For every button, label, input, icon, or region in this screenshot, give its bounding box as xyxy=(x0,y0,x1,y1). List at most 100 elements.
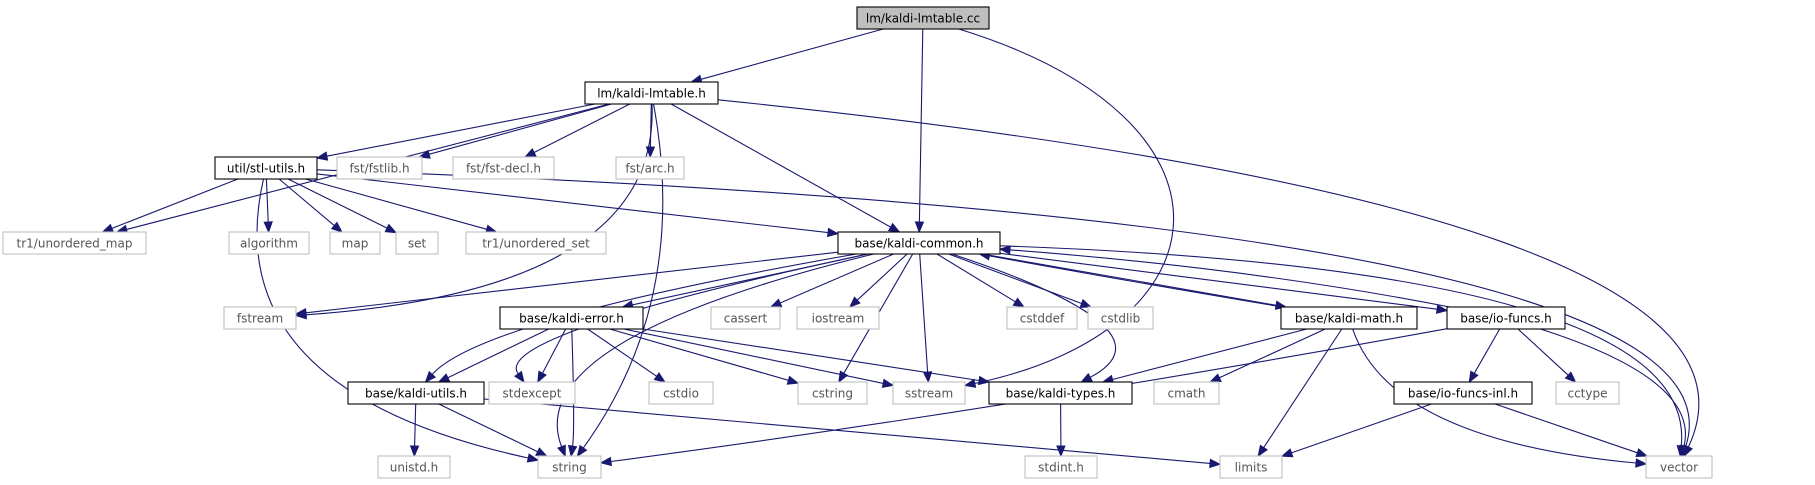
edge-line xyxy=(316,173,829,234)
edge-line xyxy=(287,178,388,229)
edge-kaldi_utils_h-to-string xyxy=(438,403,548,457)
node-fstlib-h: fst/fstlib.h xyxy=(336,156,423,180)
node-kaldi-error-h[interactable]: base/kaldi-error.h xyxy=(499,306,644,330)
arrowhead-icon xyxy=(537,370,547,384)
edge-line xyxy=(649,103,652,148)
node-cstddef: cstddef xyxy=(1006,306,1078,330)
node-stdexcept: stdexcept xyxy=(488,381,576,405)
arrowhead-icon xyxy=(1209,373,1222,383)
node-label: base/io-funcs.h xyxy=(1460,312,1552,326)
arrowhead-icon xyxy=(263,221,273,234)
edge-line xyxy=(982,253,1277,306)
node-label: cassert xyxy=(724,312,768,326)
arrowhead-icon xyxy=(1436,304,1449,314)
node-unistd-h: unistd.h xyxy=(377,455,451,479)
edge-kaldi_types_h-to-stdint_h xyxy=(1056,403,1066,458)
node-label: tr1/unordered_map xyxy=(17,237,133,251)
edge-stl_utils_h-to-string xyxy=(256,178,540,463)
node-label: base/kaldi-utils.h xyxy=(365,387,467,401)
node-label: fst/arc.h xyxy=(625,162,674,176)
node-label: map xyxy=(342,237,369,251)
node-label: fst/fst-decl.h xyxy=(466,162,541,176)
edge-io_funcs_h-to-vector xyxy=(1540,328,1689,458)
edge-kaldi_common_h-to-fstream xyxy=(294,251,839,318)
edge-line xyxy=(483,398,1211,464)
edge-line xyxy=(571,328,575,447)
node-box xyxy=(1219,455,1283,479)
arrowhead-icon xyxy=(418,149,431,159)
node-limits: limits xyxy=(1219,455,1283,479)
arrowhead-icon xyxy=(769,298,783,308)
arrowhead-icon xyxy=(1080,372,1093,383)
node-kaldi-lmtable-h[interactable]: lm/kaldi-lmtable.h xyxy=(584,81,719,105)
node-label: limits xyxy=(1235,461,1268,475)
edge-stl_utils_h-to-kaldi_common_h xyxy=(316,173,840,238)
arrowhead-icon xyxy=(1012,297,1026,308)
edge-line xyxy=(999,252,1438,310)
node-kaldi-utils-h[interactable]: base/kaldi-utils.h xyxy=(347,381,485,405)
node-cmath: cmath xyxy=(1153,381,1220,405)
node-box xyxy=(892,381,966,405)
edge-line xyxy=(1352,328,1637,464)
edge-line xyxy=(623,328,884,384)
edge-line xyxy=(642,328,980,382)
arrowhead-icon xyxy=(1635,448,1649,458)
node-box xyxy=(2,231,147,255)
node-box xyxy=(710,306,781,330)
arrowhead-icon xyxy=(437,373,451,383)
edge-line xyxy=(856,253,908,301)
edge-io_funcs_h-to-cctype xyxy=(1517,328,1577,383)
edge-line xyxy=(936,253,1016,303)
node-box xyxy=(223,306,297,330)
edge-line xyxy=(533,103,631,153)
edge-kaldi_error_h-to-sstream xyxy=(623,328,895,388)
arrowhead-icon xyxy=(887,222,901,233)
arrowhead-icon xyxy=(330,221,343,233)
node-box xyxy=(1153,381,1220,405)
node-tr1-unordered-set: tr1/unordered_set xyxy=(465,231,607,255)
edge-line xyxy=(948,253,1082,305)
node-label: sstream xyxy=(905,387,953,401)
node-set: set xyxy=(395,231,439,255)
node-kaldi-common-h[interactable]: base/kaldi-common.h xyxy=(837,231,1001,255)
node-box xyxy=(452,156,555,180)
arrowhead-icon xyxy=(557,444,566,458)
arrowhead-icon xyxy=(384,223,398,234)
node-box xyxy=(988,381,1133,405)
node-label: util/stl-utils.h xyxy=(227,162,305,176)
edge-kaldi_math_h-to-vector xyxy=(1352,328,1648,468)
edge-kaldi_error_h-to-cstring xyxy=(609,328,800,385)
node-kaldi-math-h[interactable]: base/kaldi-math.h xyxy=(1280,306,1418,330)
node-box xyxy=(537,455,602,479)
edge-kaldi_common_h-to-io_funcs_h xyxy=(999,252,1449,314)
node-label: vector xyxy=(1660,461,1698,475)
edge-kaldi_lmtable_cc-to-sstream xyxy=(958,28,1175,388)
edge-line xyxy=(1517,328,1569,376)
node-box xyxy=(1446,306,1566,330)
node-io-funcs-h[interactable]: base/io-funcs.h xyxy=(1446,306,1566,330)
node-box xyxy=(1024,455,1098,479)
node-kaldi-lmtable-cc: lm/kaldi-lmtable.cc xyxy=(856,6,990,30)
node-kaldi-types-h[interactable]: base/kaldi-types.h xyxy=(988,381,1133,405)
edge-line xyxy=(447,328,549,379)
node-vector: vector xyxy=(1645,455,1713,479)
node-stl-utils-h[interactable]: util/stl-utils.h xyxy=(214,156,318,180)
arrowhead-icon xyxy=(1468,370,1479,384)
node-tr1-unordered-map: tr1/unordered_map xyxy=(2,231,147,255)
arrowhead-icon xyxy=(963,378,977,388)
node-io-funcs-inl-h[interactable]: base/io-funcs-inl.h xyxy=(1393,381,1533,405)
edge-line xyxy=(919,253,929,373)
edge-kaldi_lmtable_h-to-fstream xyxy=(294,103,653,320)
edge-line xyxy=(779,253,894,304)
arrowhead-icon xyxy=(998,245,1011,255)
arrowhead-icon xyxy=(409,445,420,458)
node-label: string xyxy=(552,461,586,475)
arrowhead-icon xyxy=(101,223,115,233)
edge-line xyxy=(1219,328,1326,379)
arrowhead-icon xyxy=(424,370,437,384)
node-box xyxy=(228,231,310,255)
edge-line xyxy=(278,178,335,227)
node-label: set xyxy=(408,237,427,251)
node-label: fst/fstlib.h xyxy=(349,162,409,176)
